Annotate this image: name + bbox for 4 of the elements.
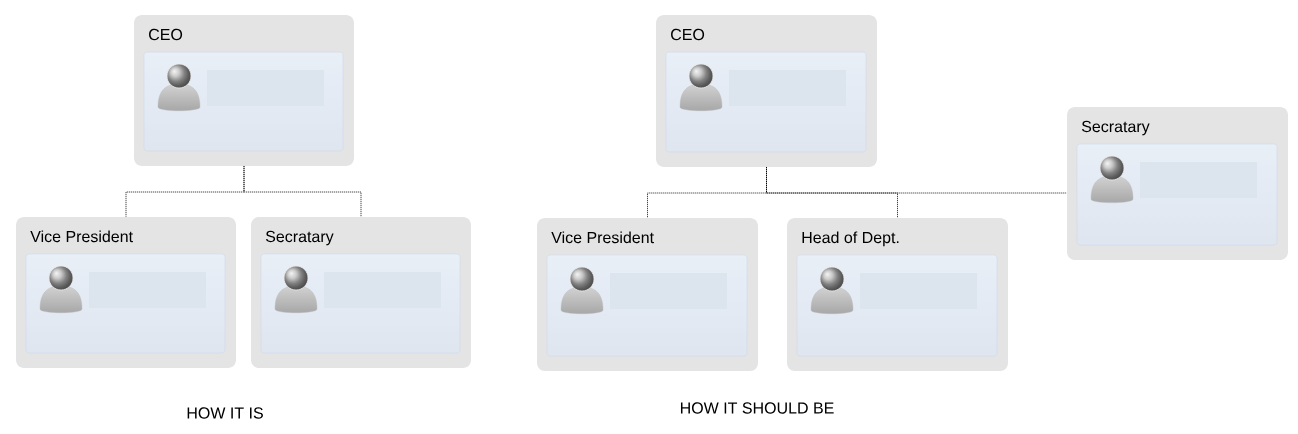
- caption: HOW IT IS: [187, 407, 263, 419]
- connector: [766, 166, 1068, 194]
- caption: HOW IT SHOULD BE: [681, 402, 834, 414]
- connector: [243, 165, 362, 218]
